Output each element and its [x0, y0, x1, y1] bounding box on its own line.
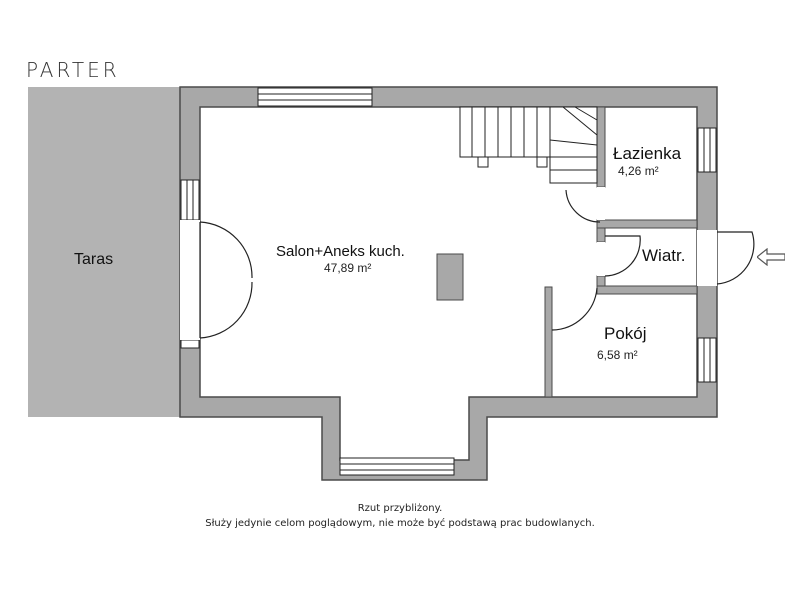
- terrace-door-gap: [180, 220, 200, 340]
- bathroom-door: [565, 189, 601, 223]
- window-bottom: [339, 457, 455, 476]
- entrance-door-gap: [697, 230, 717, 286]
- window-bathroom: [697, 127, 717, 173]
- bathroom-door-gap: [597, 187, 605, 220]
- bathroom-area: 4,26 m²: [618, 164, 659, 178]
- window-terrace-bottom: [180, 339, 200, 349]
- window-terrace-top: [180, 179, 200, 221]
- floor-title: PARTER: [26, 58, 120, 82]
- chimney-column: [436, 253, 464, 301]
- staircase: [459, 106, 598, 184]
- entrance-door: [716, 231, 755, 285]
- windows: [180, 87, 717, 476]
- vestibule-door: [604, 235, 641, 277]
- terrace-label: Taras: [74, 251, 114, 268]
- living-room-label: Salon+Aneks kuch.: [276, 243, 405, 260]
- terrace-door: [199, 221, 253, 339]
- vestibule-door-gap: [597, 242, 605, 276]
- bathroom-label: Łazienka: [613, 144, 682, 163]
- disclaimer-line-1: Rzut przybliżony.: [357, 503, 443, 514]
- outer-walls: [179, 86, 718, 481]
- living-room-area: 47,89 m²: [324, 261, 372, 275]
- terrace-area: [28, 87, 180, 417]
- vestibule-label: Wiatr.: [642, 246, 686, 265]
- window-top: [257, 87, 373, 107]
- room-label: Pokój: [604, 324, 647, 343]
- room-area: 6,58 m²: [597, 348, 638, 362]
- window-room: [697, 337, 717, 383]
- room-door: [551, 287, 598, 331]
- entrance-arrow-icon: [757, 248, 785, 266]
- disclaimer-line-2: Służy jedynie celom poglądowym, nie może…: [205, 518, 595, 529]
